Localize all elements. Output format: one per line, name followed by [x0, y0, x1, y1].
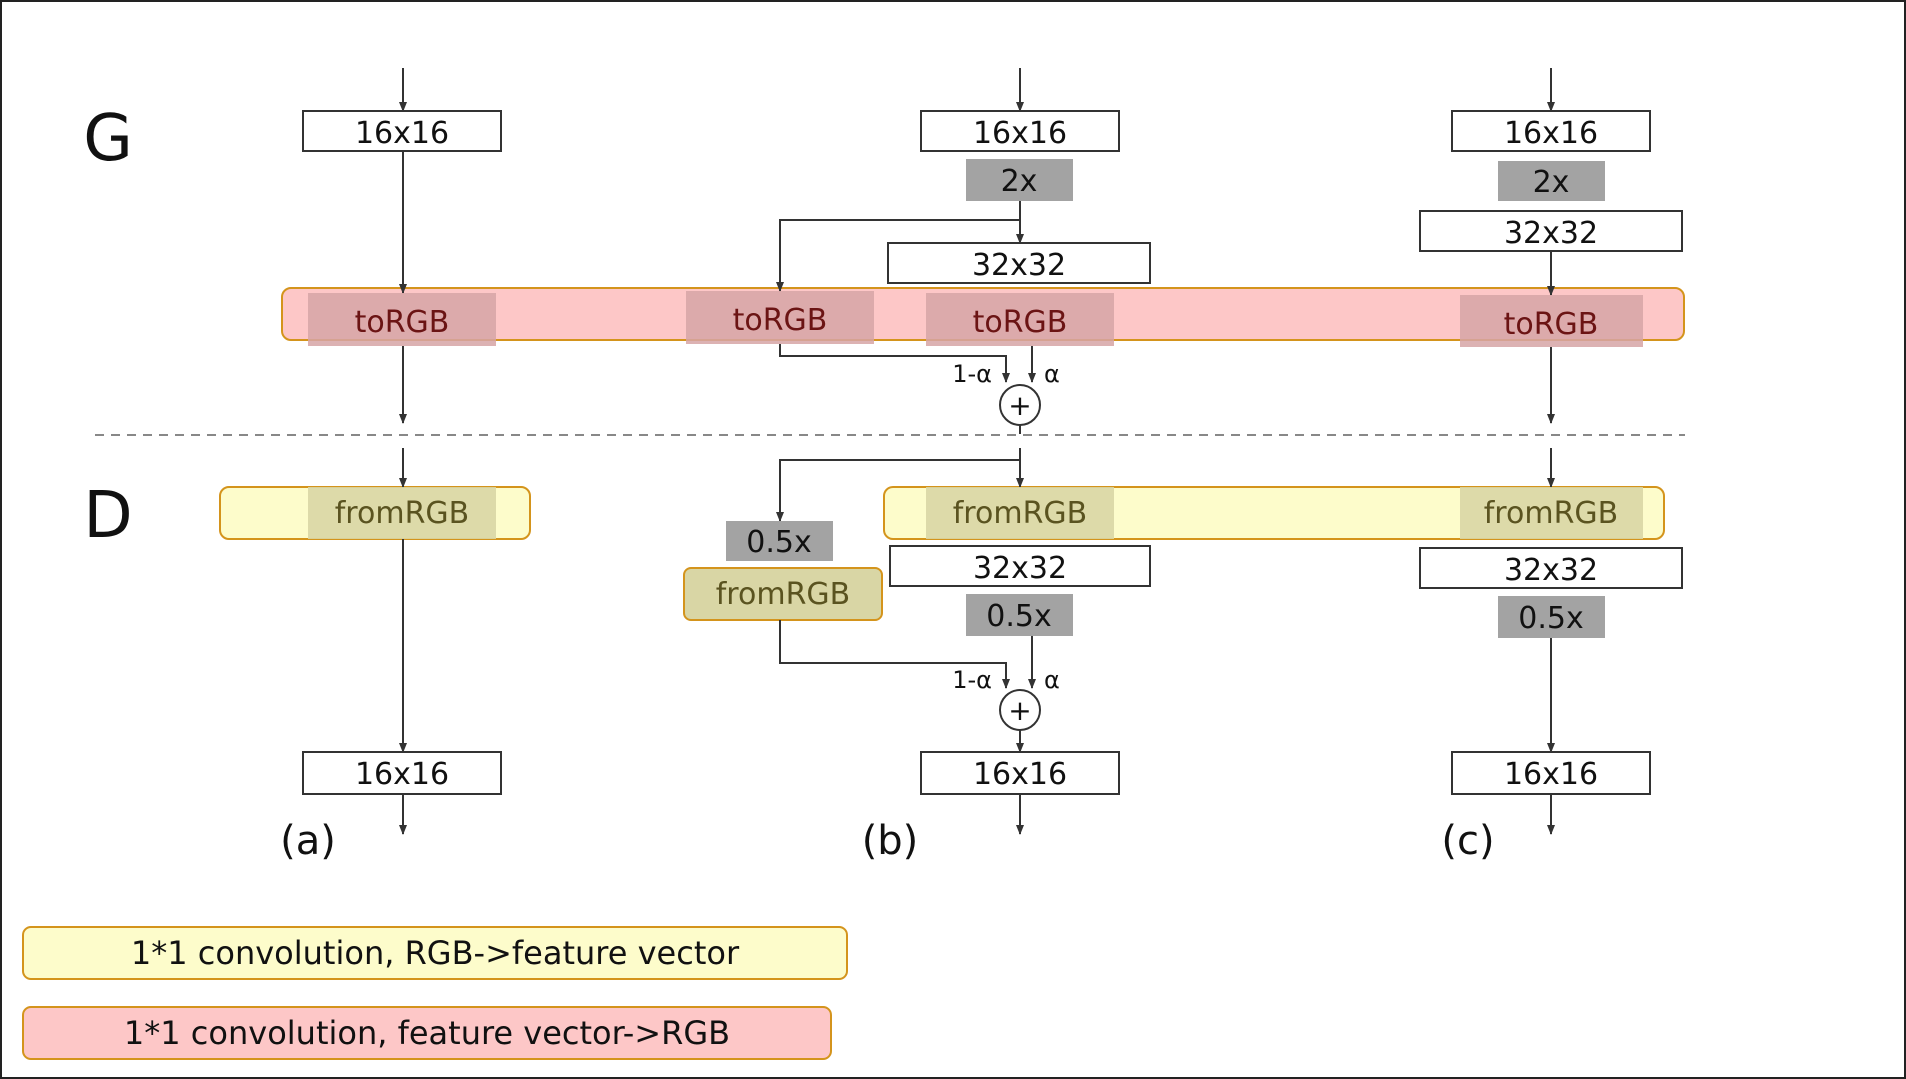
block-32x32-d-b-label: 32x32 [973, 551, 1067, 586]
to-rgb-block-b-old [686, 291, 874, 344]
block-16x16-g-c [1451, 110, 1651, 152]
to-rgb-block-c [1460, 295, 1643, 347]
alpha-d: α [1044, 666, 1060, 694]
block-32x32-g-c [1419, 210, 1683, 252]
legend: 1*1 convolution, RGB->feature vector 1*1… [22, 926, 848, 1060]
block-16x16-d-b-label: 16x16 [973, 757, 1067, 792]
block-32x32-d-c [1419, 547, 1683, 589]
upsample-block-c-label: 2x [1533, 165, 1570, 200]
legend-to-rgb-swatch [22, 1006, 832, 1060]
block-32x32-g-c-label: 32x32 [1504, 216, 1598, 251]
from-rgb-block-c-label: fromRGB [1484, 496, 1619, 531]
discriminator-label: D [83, 479, 132, 553]
downsample-block-c-label: 0.5x [1518, 601, 1583, 636]
block-16x16-d-b [920, 751, 1120, 795]
panel-a: 16x16 toRGB fromRGB 16x16 (a) [280, 68, 502, 864]
panel-c: 16x16 2x 32x32 toRGB fromRGB 32x32 0.5x … [1419, 68, 1683, 864]
to-rgb-block-b-new-label: toRGB [973, 305, 1068, 340]
legend-to-rgb-text: 1*1 convolution, feature vector->RGB [124, 1014, 730, 1052]
block-32x32-g-b [887, 242, 1151, 284]
to-rgb-block-c-label: toRGB [1504, 307, 1599, 342]
from-rgb-block-b-old [683, 567, 883, 621]
legend-from-rgb-text: 1*1 convolution, RGB->feature vector [131, 934, 740, 972]
from-rgb-block-b-new-label: fromRGB [953, 496, 1088, 531]
block-16x16-g-a-label: 16x16 [355, 116, 449, 151]
to-rgb-block-a [308, 293, 496, 346]
downsample-block-b-old [726, 521, 833, 561]
panel-c-label: (c) [1441, 818, 1494, 864]
legend-from-rgb-swatch [22, 926, 848, 980]
to-rgb-block-b-old-label: toRGB [733, 303, 828, 338]
downsample-block-b-new-label: 0.5x [986, 599, 1051, 634]
downsample-block-c [1498, 596, 1605, 638]
block-32x32-d-b [889, 545, 1151, 587]
block-16x16-g-a [302, 110, 502, 152]
skip-connection-g [776, 219, 1020, 292]
from-rgb-block-b-old-label: fromRGB [716, 577, 851, 612]
old-path-to-blend [779, 344, 1010, 383]
panel-b-label: (b) [862, 818, 919, 864]
upsample-block-b [966, 159, 1073, 201]
downsample-block-b-old-label: 0.5x [746, 525, 811, 560]
block-16x16-g-c-label: 16x16 [1504, 116, 1598, 151]
block-16x16-d-c [1451, 751, 1651, 795]
upsample-block-c [1498, 161, 1605, 201]
alpha-g: α [1044, 360, 1060, 388]
block-16x16-d-c-label: 16x16 [1504, 757, 1598, 792]
panel-b: 16x16 2x 32x32 toRGB toRGB 1-α α + fromR… [683, 68, 1151, 864]
blend-sum-g-label: + [1008, 389, 1031, 422]
from-rgb-block-c [1460, 487, 1643, 539]
blend-sum-d-label: + [1008, 694, 1031, 727]
block-32x32-g-b-label: 32x32 [972, 248, 1066, 283]
one-minus-alpha-d: 1-α [952, 666, 992, 694]
from-rgb-block-a [308, 487, 496, 539]
to-rgb-block-a-label: toRGB [355, 305, 450, 340]
skip-connection-d [776, 459, 1020, 522]
from-rgb-block-b-new [926, 487, 1114, 539]
generator-label: G [83, 102, 133, 176]
to-rgb-block-b-new [926, 293, 1114, 346]
from-rgb-block-a-label: fromRGB [335, 496, 470, 531]
one-minus-alpha-g: 1-α [952, 360, 992, 388]
block-16x16-g-b [920, 110, 1120, 152]
block-16x16-d-a-label: 16x16 [355, 757, 449, 792]
panel-a-label: (a) [280, 818, 336, 864]
upsample-block-b-label: 2x [1001, 164, 1038, 199]
downsample-block-b-new [966, 594, 1073, 636]
block-16x16-g-b-label: 16x16 [973, 116, 1067, 151]
block-32x32-d-c-label: 32x32 [1504, 553, 1598, 588]
old-path-to-blend-d [779, 620, 1010, 689]
